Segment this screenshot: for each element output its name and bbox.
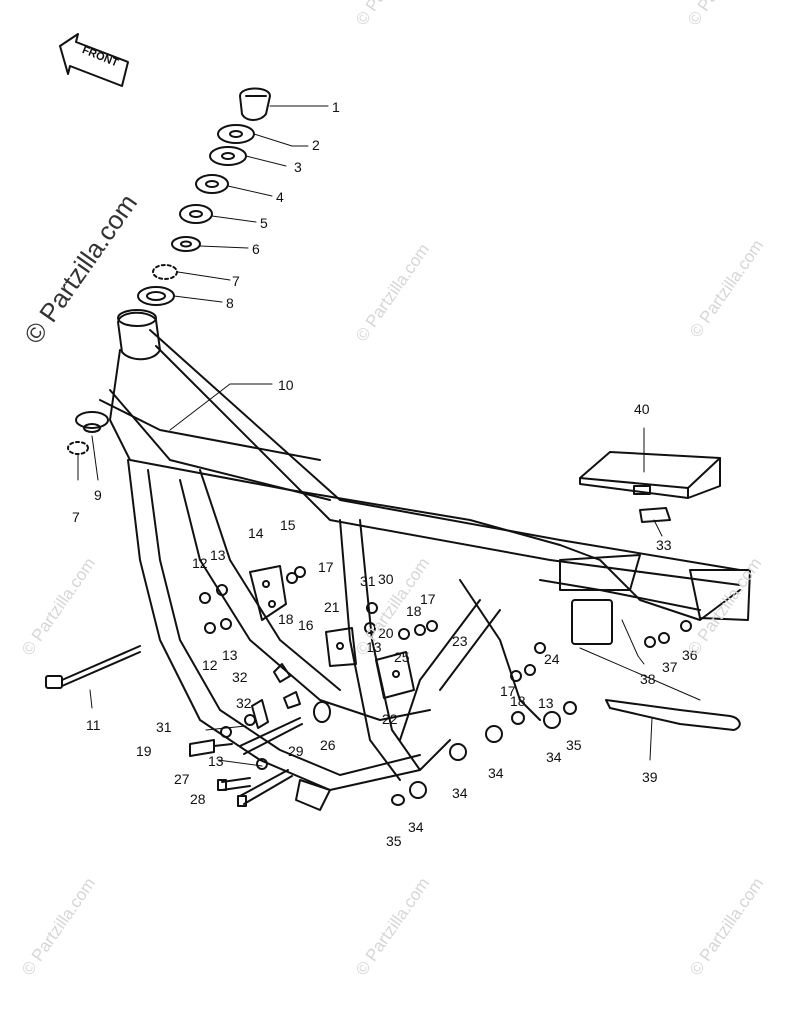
mount-plate-22 [375,651,415,699]
callout-number: 5 [260,215,268,231]
callout-number: 19 [136,743,152,759]
callout-number: 34 [546,749,562,765]
callout-number: 12 [192,555,208,571]
callout-number: 3 [294,159,302,175]
callout-number: 18 [278,611,294,627]
callout-number: 39 [642,769,658,785]
callout-number: 11 [86,717,101,733]
callout-number: 35 [566,737,582,753]
mount-plate-14 [249,565,287,621]
callout-number: 33 [656,537,672,553]
callout-number: 13 [222,647,238,663]
callout-number: 35 [386,833,402,849]
callout-number: 31 [156,719,172,735]
callout-number: 36 [682,647,698,663]
callout-number: 7 [232,273,240,289]
callout-number: 6 [252,241,260,257]
callout-number: 13 [208,753,224,769]
callout-number: 17 [500,683,516,699]
long-bolt [45,645,141,689]
callout-number: 1 [332,99,340,115]
callout-number: 14 [248,525,264,541]
callout-number: 21 [324,599,340,615]
steering-stem-parts [137,87,271,306]
callout-number: 18 [510,693,526,709]
callout-number: 30 [378,571,394,587]
callout-number: 7 [72,509,80,525]
callout-number: 15 [280,517,296,533]
callout-number: 8 [226,295,234,311]
callout-number: 31 [360,573,376,589]
callout-number: 38 [640,671,656,687]
callout-number: 29 [288,743,304,759]
collars-and-nuts [199,566,692,806]
rubber-pad [639,507,671,523]
mounting-bolts [189,663,303,807]
callout-number: 32 [232,669,248,685]
callout-number: 34 [488,765,504,781]
callout-number: 22 [382,711,398,727]
callout-number: 25 [394,649,410,665]
callout-number: 9 [94,487,102,503]
callout-number: 4 [276,189,284,205]
washer-cup-left [67,411,109,455]
callout-number: 10 [278,377,294,393]
callout-number: 28 [190,791,206,807]
front-arrow-icon [59,33,129,87]
callout-number: 34 [408,819,424,835]
side-stand [605,699,741,731]
callout-number: 40 [634,401,650,417]
motorcycle-frame [99,309,751,811]
callout-number: 18 [406,603,422,619]
callout-number: 13 [210,547,226,563]
callout-number: 32 [236,695,252,711]
callout-number: 20 [378,625,394,641]
callout-number: 17 [318,559,334,575]
callout-number: 26 [320,737,336,753]
callout-number: 23 [452,633,468,649]
top-leader-lines [173,105,329,303]
callout-number: 37 [662,659,678,675]
callout-number: 12 [202,657,218,673]
callout-number: 27 [174,771,190,787]
callout-number: 2 [312,137,320,153]
callout-number: 13 [538,695,554,711]
callout-number: 13 [366,639,382,655]
callout-number: 17 [420,591,436,607]
callout-number: 34 [452,785,468,801]
callout-leaders [77,383,701,767]
callout-number: 24 [544,651,560,667]
callout-number: 16 [298,617,314,633]
mount-plate-21 [325,627,357,667]
battery-tray [579,451,721,499]
